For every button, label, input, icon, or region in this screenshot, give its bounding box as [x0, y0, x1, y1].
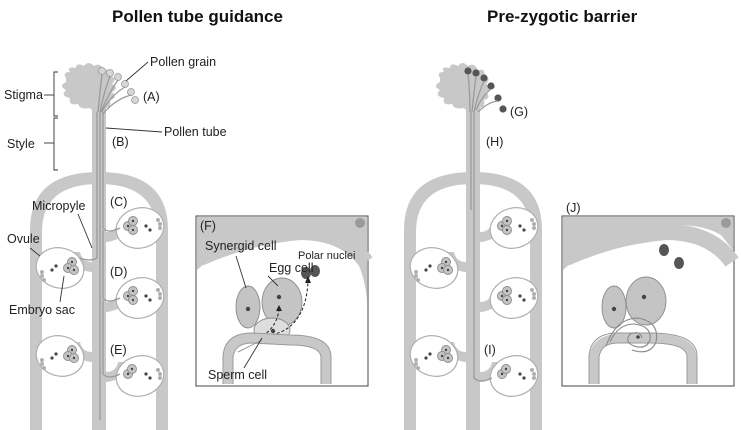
label-pollen-grain: Pollen grain — [150, 55, 216, 69]
label-egg-cell: Egg cell — [269, 261, 313, 275]
label-pollen-tube: Pollen tube — [164, 125, 227, 139]
right-pistil — [404, 63, 542, 430]
letter-f: (F) — [200, 219, 216, 233]
letter-b: (B) — [112, 135, 129, 149]
right-pollen-grains — [464, 67, 507, 113]
letter-d: (D) — [110, 265, 127, 279]
left-ovule-c — [115, 207, 165, 249]
panel-j — [561, 215, 739, 387]
left-pistil — [30, 63, 168, 430]
left-pollen-grains — [98, 67, 139, 104]
letter-g: (G) — [510, 105, 528, 119]
letter-a: (A) — [143, 90, 160, 104]
stigma-bracket — [53, 71, 58, 117]
left-ovule-lower-left — [35, 335, 85, 377]
polar-nucleus-1 — [301, 267, 311, 279]
right-ovule-upper-left — [409, 247, 459, 289]
left-ovule-e — [115, 355, 165, 397]
label-style: Style — [7, 137, 35, 151]
label-synergid-cell: Synergid cell — [205, 239, 277, 253]
right-ovule-lower-right — [489, 355, 539, 397]
label-embryo-sac: Embryo sac — [9, 303, 75, 317]
right-ovule-lower-left — [409, 335, 459, 377]
label-sperm-cell: Sperm cell — [208, 368, 267, 382]
left-pollen-tubes — [79, 73, 132, 420]
letter-h: (H) — [486, 135, 503, 149]
label-polar-nuclei: Polar nuclei — [298, 250, 355, 262]
panel-f — [195, 215, 373, 387]
letter-c: (C) — [110, 195, 127, 209]
title-pre-zygotic-barrier: Pre-zygotic barrier — [487, 7, 638, 26]
label-ovule: Ovule — [7, 232, 40, 246]
label-stigma: Stigma — [4, 88, 43, 102]
polar-nucleus-2 — [310, 265, 320, 277]
left-ovule-upper-left — [35, 247, 85, 289]
letter-j: (J) — [566, 201, 581, 215]
style-bracket — [53, 117, 58, 171]
left-ovule-d — [115, 277, 165, 319]
right-ovule-upper-right — [489, 207, 539, 249]
letter-i: (I) — [484, 343, 496, 357]
label-micropyle: Micropyle — [32, 199, 86, 213]
letter-e: (E) — [110, 343, 127, 357]
title-pollen-tube-guidance: Pollen tube guidance — [112, 7, 283, 26]
right-ovule-middle-right — [489, 277, 539, 319]
right-pollen-tubes — [467, 73, 499, 382]
